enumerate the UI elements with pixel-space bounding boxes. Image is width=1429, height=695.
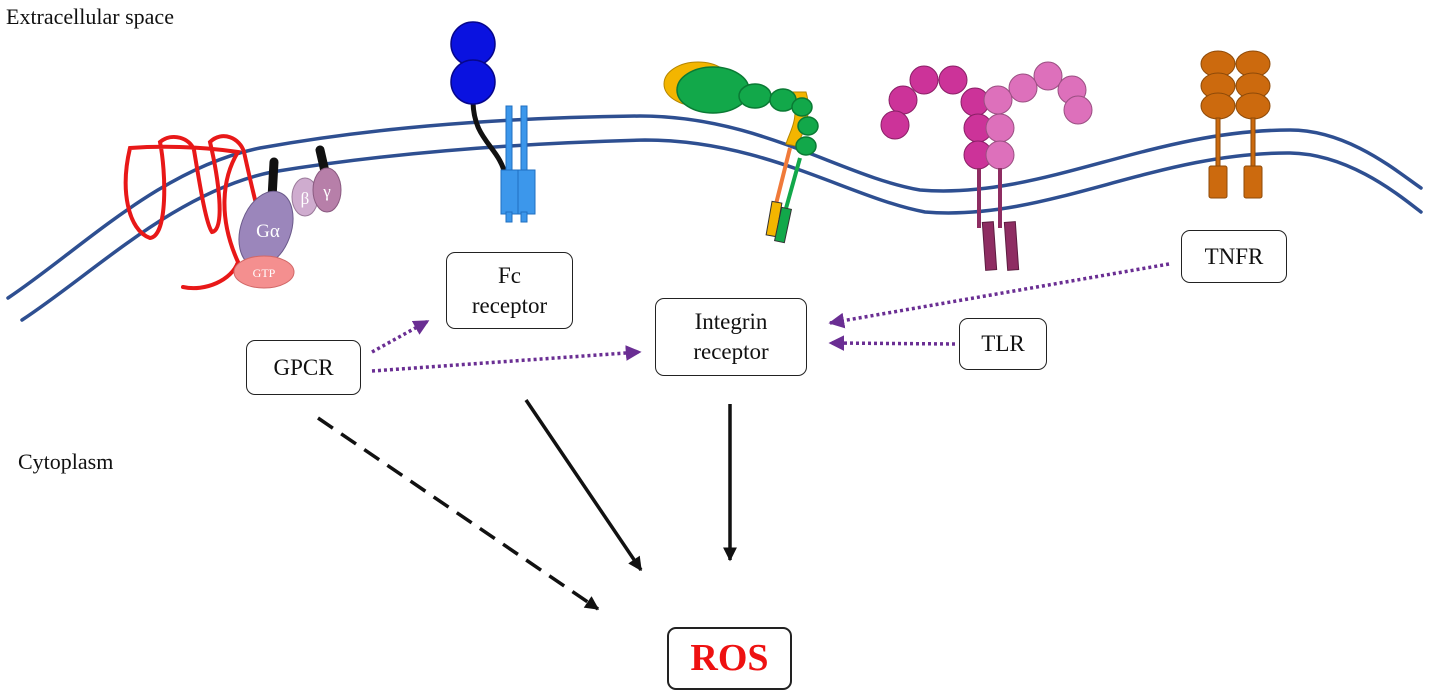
tlr-domain [985, 140, 1015, 170]
extracellular-space-label: Extracellular space [6, 4, 174, 29]
fc-receptor-label-line2: receptor [471, 292, 548, 318]
fc-receptor-tail-left [500, 169, 519, 215]
cell-membrane [6, 114, 1423, 322]
crosstalk-arrows [371, 262, 1170, 373]
tlr-domain [985, 113, 1015, 143]
gtp-molecule [233, 255, 295, 289]
fc-receptor-label-line1: Fc [498, 262, 521, 288]
tlr-domain [880, 110, 910, 140]
fc-receptor-tail-right [517, 169, 536, 215]
integrin-beta-head [676, 66, 750, 114]
tnfr-stalk-left [1215, 117, 1221, 169]
gbeta-label: β [301, 189, 310, 208]
tlr-stalk-right [998, 168, 1002, 228]
membrane-outer-line [6, 114, 1423, 300]
integrin-beta-stalk [783, 157, 802, 213]
tnfr-illustration [1200, 50, 1271, 199]
arrow-gpcr-to-integrin [371, 345, 642, 373]
ggamma-subunit [312, 167, 342, 213]
fc-receptor-chain-right [520, 105, 528, 179]
tlr-domain [909, 65, 939, 95]
fc-receptor-node: Fc receptor [446, 252, 573, 329]
arrow-gpcr-to-ros [317, 416, 600, 611]
tnfr-tail-right [1243, 165, 1263, 199]
tlr-domain [1008, 73, 1038, 103]
tnfr-stalk-right [1250, 117, 1256, 169]
gpcr-label: GPCR [273, 354, 334, 380]
tlr-domain [1063, 95, 1093, 125]
gpcr-illustration: Gα β γ GTP [123, 134, 342, 291]
gpcr-helices [123, 134, 264, 291]
tnfr-domain [1235, 92, 1271, 120]
tlr-domain [888, 85, 918, 115]
antibody-linker [470, 99, 509, 181]
tlr-illustration [880, 61, 1093, 271]
tlr-stalk-left [977, 168, 981, 228]
antibody-domain-2 [450, 59, 496, 105]
ggamma-label: γ [322, 182, 331, 201]
tnfr-domain [1200, 92, 1236, 120]
fc-receptor-illustration [450, 21, 536, 223]
integrin-beta-domain-4 [797, 116, 819, 136]
tlr-tail-right [1003, 221, 1020, 271]
integrin-receptor-node: Integrin receptor [655, 298, 807, 376]
arrow-tlr-to-integrin [828, 335, 956, 351]
integrin-alpha-stalk [773, 147, 792, 209]
integrin-beta-domain-5 [795, 136, 817, 156]
tlr-domain [938, 65, 968, 95]
tlr-domain [1033, 61, 1063, 91]
arrow-tnfr-to-integrin [828, 262, 1170, 329]
tlr-tail-left [981, 221, 998, 271]
fc-receptor-chain-left [505, 105, 513, 179]
gtp-label: GTP [253, 266, 276, 280]
membrane-inner-line [20, 138, 1423, 322]
integrin-label-line1: Integrin [694, 309, 768, 335]
tnfr-node: TNFR [1181, 230, 1287, 283]
ros-node: ROS [667, 627, 792, 690]
fc-receptor-stub-right [520, 211, 528, 223]
ros-label: ROS [690, 636, 769, 679]
integrin-illustration [663, 61, 819, 244]
gpcr-node: GPCR [246, 340, 361, 395]
integrin-beta-domain-1 [738, 83, 772, 109]
tnfr-tail-left [1208, 165, 1228, 199]
arrow-gpcr-to-fc-receptor [371, 319, 430, 354]
tlr-domain [983, 85, 1013, 115]
fc-receptor-stub-left [505, 211, 513, 223]
integrin-beta-tail [773, 206, 793, 244]
integrin-label-line2: receptor [693, 339, 769, 364]
ros-arrows [317, 399, 737, 611]
cytoplasm-label: Cytoplasm [18, 449, 114, 474]
tlr-node: TLR [959, 318, 1047, 370]
tnfr-label: TNFR [1204, 243, 1264, 269]
tlr-label: TLR [981, 331, 1025, 357]
integrin-beta-domain-3 [791, 97, 813, 117]
arrow-fc-receptor-to-ros [524, 399, 643, 572]
galpha-label: Gα [256, 221, 280, 242]
